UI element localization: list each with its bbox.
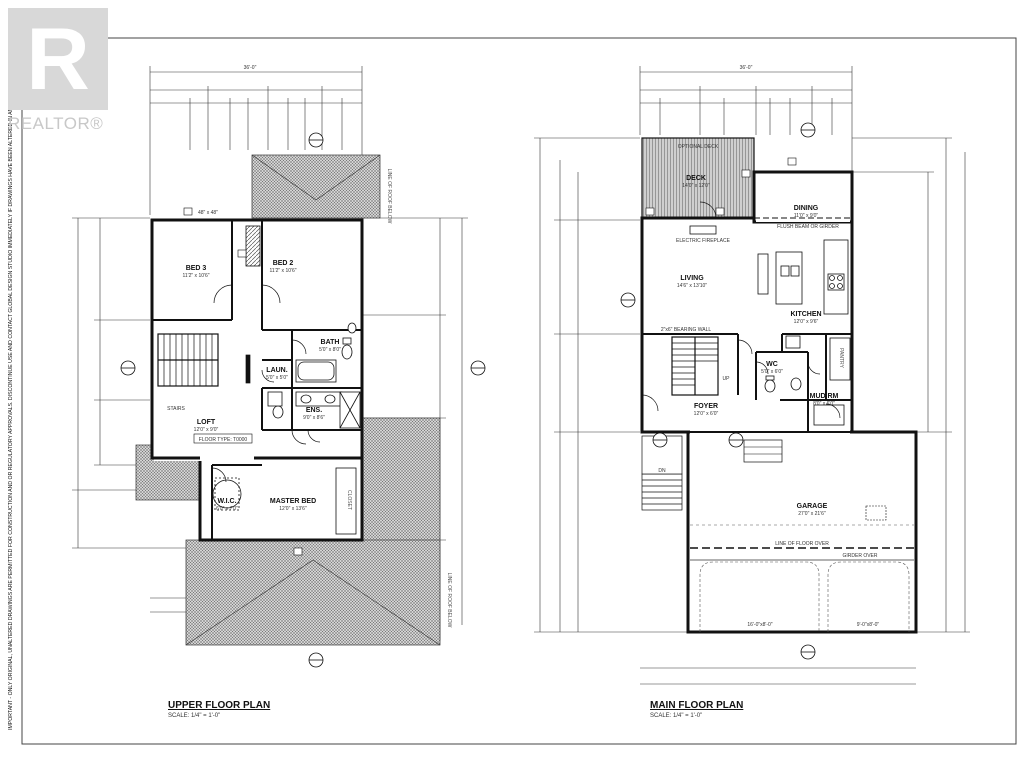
main-kitchen-fixtures: [757, 239, 849, 315]
main-left-dimensions: [534, 137, 690, 633]
fireplace-label: ELECTRIC FIREPLACE: [676, 238, 731, 244]
realtor-logo-text: REALTOR®: [8, 114, 104, 133]
floor-over-label: LINE OF FLOOR OVER: [775, 541, 829, 547]
main-pantry: [829, 337, 851, 381]
foyer-name: FOYER: [694, 403, 718, 410]
upper-plan-scale: SCALE: 1/4" = 1'-0": [168, 713, 220, 719]
realtor-logo-mark: R: [26, 9, 90, 108]
main-section-markers: [620, 122, 816, 660]
mudrm-size: 8'0" x 6'0": [813, 401, 835, 407]
svg-text:48" x 48": 48" x 48": [198, 210, 218, 216]
pantry-label: PANTRY: [838, 348, 844, 368]
main-exterior-stairs: [641, 435, 683, 511]
disclaimer-text: IMPORTANT - ONLY ORIGINAL, UNALTERED DRA…: [8, 91, 14, 730]
living-size: 14'6" x 13'10": [677, 283, 707, 289]
upper-roof-bottom: [185, 539, 441, 646]
floor-type: FLOOR TYPE: T0000: [199, 437, 248, 443]
loft-name: LOFT: [197, 419, 216, 426]
flush-beam-label: FLUSH BEAM OR GIRDER: [777, 224, 839, 230]
sheet-border: [21, 37, 1017, 745]
upper-linen: [245, 225, 261, 267]
bed3-size: 11'2" x 10'6": [182, 273, 209, 279]
main-stairs: [671, 336, 719, 396]
foyer-size: 12'0" x 6'0": [694, 411, 719, 417]
garage-doors: [699, 561, 910, 632]
main-up-label: UP: [723, 376, 731, 382]
bed2-name: BED 2: [273, 260, 294, 267]
deck-size: 14'0" x 12'0": [682, 183, 710, 189]
main-garage-walls: [686, 430, 918, 634]
svg-text:CLOSET: CLOSET: [346, 490, 352, 510]
bearing-wall-label: 2"x6" BEARING WALL: [661, 327, 712, 333]
main-dining-bump: [752, 170, 854, 224]
main-window-tags: [645, 157, 797, 216]
wic-size: 6'0" x 7'0": [216, 506, 238, 512]
optional-deck-label: OPTIONAL DECK: [678, 144, 719, 150]
upper-floor-plan: 36'-0": [72, 65, 486, 719]
deck-name: DECK: [686, 175, 706, 182]
kitchen-name: KITCHEN: [790, 311, 821, 318]
main-plan-scale: SCALE: 1/4" = 1'-0": [650, 713, 702, 719]
realtor-logo: R REALTOR®: [8, 8, 108, 138]
main-overall-width: 36'-0": [740, 65, 753, 71]
garage-door-right: 9'-0"x8'-0": [857, 622, 880, 628]
upper-bath-fixtures: [212, 322, 361, 511]
main-dn-label: DN: [658, 468, 666, 474]
upper-doors: [211, 284, 321, 483]
floor-type-tag: [193, 433, 253, 444]
main-plan-title: MAIN FLOOR PLAN: [650, 700, 743, 711]
upper-master-closet: [335, 467, 357, 535]
wic-name: W.I.C.: [217, 498, 236, 505]
master-size: 12'0" x 13'6": [279, 506, 307, 512]
girder-over-label: GIRDER OVER: [842, 553, 877, 559]
loft-size: 12'0" x 9'0": [194, 427, 219, 433]
upper-section-markers: [120, 132, 486, 668]
garage-door-left: 16'-0"x8'-0": [747, 622, 772, 628]
wc-name: WC: [766, 361, 778, 368]
upper-top-dimensions: [149, 66, 363, 215]
main-floor-plan: 36'-0" OPTIONAL DECK: [534, 65, 970, 719]
upper-stairs-label: STAIRS: [167, 406, 185, 412]
bed3-name: BED 3: [186, 265, 207, 272]
kitchen-size: 12'0" x 9'6": [794, 319, 819, 325]
upper-overall-width: 36'-0": [244, 65, 257, 71]
ens-size: 9'0" x 8'6": [303, 415, 325, 421]
ens-name: ENS.: [306, 407, 322, 414]
main-right-dimensions: [852, 137, 970, 633]
garage-size: 27'0" x 21'6": [798, 511, 826, 517]
master-name: MASTER BED: [270, 498, 316, 505]
dining-name: DINING: [794, 205, 819, 212]
garage-name: GARAGE: [797, 503, 828, 510]
main-bottom-dimensions: [640, 667, 916, 685]
main-fireplace: [689, 225, 717, 235]
upper-interior-walls: [152, 220, 362, 540]
bed2-size: 11'2" x 10'6": [269, 268, 296, 274]
laun-size: 5'0" x 5'0": [266, 375, 288, 381]
living-name: LIVING: [680, 275, 704, 282]
main-house-walls: [640, 216, 854, 434]
dining-size: 11'0" x 9'0": [794, 213, 818, 219]
main-doors: [641, 201, 841, 419]
bath-size: 5'0" x 8'0": [319, 347, 341, 353]
bath-name: BATH: [321, 339, 340, 346]
upper-roof-top: [251, 154, 381, 219]
upper-stairs: [157, 333, 251, 387]
upper-roof-note: LINE OF ROOF BELOW: [386, 169, 392, 224]
main-wc-fixtures: [764, 335, 845, 426]
upper-roof-note-2: LINE OF ROOF BELOW: [446, 573, 452, 628]
upper-plan-title: UPPER FLOOR PLAN: [168, 700, 270, 711]
upper-window-tags: 48" x 48": [183, 207, 303, 556]
wc-size: 5'0" x 6'0": [761, 369, 783, 375]
realtor-logo-box: [8, 8, 108, 110]
main-interior-walls: [642, 333, 852, 432]
laun-name: LAUN.: [266, 367, 287, 374]
mudrm-name: MUD RM: [810, 393, 839, 400]
